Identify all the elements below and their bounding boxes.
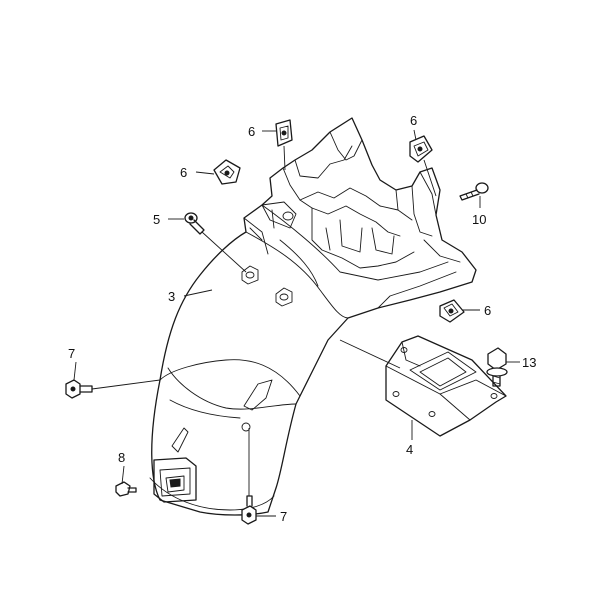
- callout-labels: 6 6 6 6 5 10 3 7 7 13 4 8: [68, 113, 536, 524]
- screw-small: [115, 481, 137, 497]
- callout-8: 8: [118, 450, 125, 465]
- callout-7-bottom: 7: [280, 509, 287, 524]
- callout-10: 10: [472, 212, 486, 227]
- clip-nut-right: [439, 299, 465, 323]
- grommet-bolt: [184, 212, 205, 235]
- callout-6-left: 6: [180, 165, 187, 180]
- clip-nut-top-left: [275, 119, 293, 147]
- callout-3: 3: [168, 289, 175, 304]
- callout-6-top-right: 6: [410, 113, 417, 128]
- clip-nut-top-right: [409, 135, 433, 163]
- mounting-bracket: [385, 335, 507, 437]
- callout-6-right: 6: [484, 303, 491, 318]
- callout-6-top-left: 6: [248, 124, 255, 139]
- callout-7-left: 7: [68, 346, 75, 361]
- leader-lines: [73, 129, 520, 517]
- rear-fender: [149, 117, 477, 516]
- bolt-left: [65, 379, 93, 399]
- callout-5: 5: [153, 212, 160, 227]
- callout-4: 4: [406, 442, 413, 457]
- bolt-bottom: [241, 495, 257, 525]
- screw-top-right: [459, 182, 489, 201]
- callout-13: 13: [522, 355, 536, 370]
- clip-nut-left: [213, 159, 241, 185]
- flange-bolt: [486, 347, 508, 387]
